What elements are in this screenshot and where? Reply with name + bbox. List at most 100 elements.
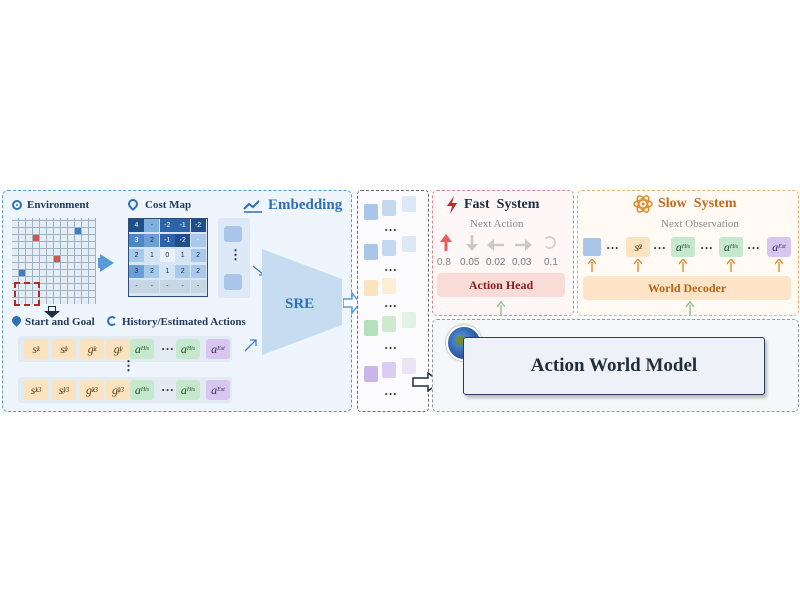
embedding-token <box>224 274 242 290</box>
ellipsis: ··· <box>653 240 667 255</box>
arrow-down-icon-head <box>44 311 60 318</box>
cost-map-cell: 1 <box>159 264 175 278</box>
cost-map-title: Cost Map <box>145 199 192 211</box>
arrow-down-icon <box>466 234 478 252</box>
cost-map-cell: -2 <box>190 219 206 232</box>
arrow-up-icon <box>440 234 452 252</box>
arrow-right-icon <box>514 238 532 251</box>
next-action-label: Next Action <box>470 218 524 230</box>
arrow-up-icon <box>496 300 506 317</box>
start-goal-title: Start and Goal <box>25 316 95 328</box>
ellipsis: ··· <box>606 240 620 255</box>
cost-map-cell: - <box>159 279 175 293</box>
token-card <box>402 196 416 212</box>
token-card <box>364 244 378 260</box>
token-card <box>382 362 396 378</box>
environment-title: Environment <box>27 199 90 211</box>
arrow-right-icon-shaft <box>98 258 102 268</box>
token-card <box>364 280 378 296</box>
token-card <box>364 204 378 220</box>
cost-map-cell: 2 <box>175 264 191 278</box>
vertical-ellipsis: ⋮ <box>122 358 135 373</box>
sre-encoder <box>262 243 342 361</box>
token-card <box>364 366 378 382</box>
cost-map-cell: 2 <box>190 264 206 278</box>
ellipsis: ··· <box>384 340 398 355</box>
embedding-token <box>224 226 242 242</box>
ellipsis: ··· <box>747 240 761 255</box>
token-card <box>382 278 396 294</box>
cost-map-cell: - <box>190 234 206 248</box>
observation-token <box>583 238 601 256</box>
ellipsis: ··· <box>384 298 398 313</box>
arrow-left-icon <box>487 238 505 251</box>
arrow-up-icon <box>633 257 643 273</box>
cost-map-cell: - <box>144 219 160 232</box>
token-card <box>364 320 378 336</box>
ellipsis: ··· <box>384 386 398 401</box>
embedding-title: Embedding <box>268 197 343 213</box>
cost-map-cell: -2 <box>159 219 175 232</box>
arrow-up-icon <box>726 257 736 273</box>
ellipsis: ··· <box>384 262 398 277</box>
arrow-up-icon <box>774 257 784 273</box>
arrow-up-icon <box>678 257 688 273</box>
cost-map-cell: 1 <box>175 249 191 263</box>
cost-map-cell: 2 <box>144 234 160 248</box>
arrow-icon <box>244 338 258 352</box>
action-prob-left: 0.02 <box>486 257 506 268</box>
cost-map-cell: - <box>144 279 160 293</box>
obstacle-marker <box>75 228 81 234</box>
obstacle-marker <box>19 270 25 276</box>
cost-map-cell: 2 <box>144 264 160 278</box>
selected-region <box>14 282 40 306</box>
cost-map-cell: 3 <box>129 234 144 248</box>
cost-map-cell: 1 <box>144 249 160 263</box>
token-card <box>402 358 416 374</box>
atom-icon <box>633 194 653 214</box>
token-card <box>402 312 416 328</box>
action-prob-right: 0.03 <box>512 257 532 268</box>
cost-map-cell: -1 <box>175 219 191 232</box>
cost-map-cell: - <box>129 279 144 293</box>
action-head: Action Head <box>437 273 565 297</box>
arrow-right-icon <box>342 290 361 316</box>
token-card <box>382 200 396 216</box>
arrow-down-icon <box>48 306 56 312</box>
lightning-icon <box>445 196 459 214</box>
cost-map-cell: 0 <box>159 249 175 263</box>
ellipsis: ··· <box>161 341 175 356</box>
world-decoder: World Decoder <box>583 276 791 300</box>
ellipsis: ··· <box>161 382 175 397</box>
stay-icon <box>543 236 556 249</box>
sre-label: SRE <box>285 296 315 312</box>
cost-map-cell: -1 <box>159 234 175 248</box>
next-observation-label: Next Observation <box>661 218 739 230</box>
cost-map-cell: 4 <box>129 219 144 232</box>
cost-map-cell: 3 <box>129 264 144 278</box>
slow-system-title: Slow System <box>658 196 737 211</box>
ellipsis: ··· <box>700 240 714 255</box>
token-card <box>382 240 396 256</box>
cost-map-cell: - <box>175 279 191 293</box>
fast-system-title: Fast System <box>464 197 540 212</box>
token-card <box>382 316 396 332</box>
arrow-up-icon <box>685 300 695 317</box>
obstacle-marker <box>54 256 60 262</box>
